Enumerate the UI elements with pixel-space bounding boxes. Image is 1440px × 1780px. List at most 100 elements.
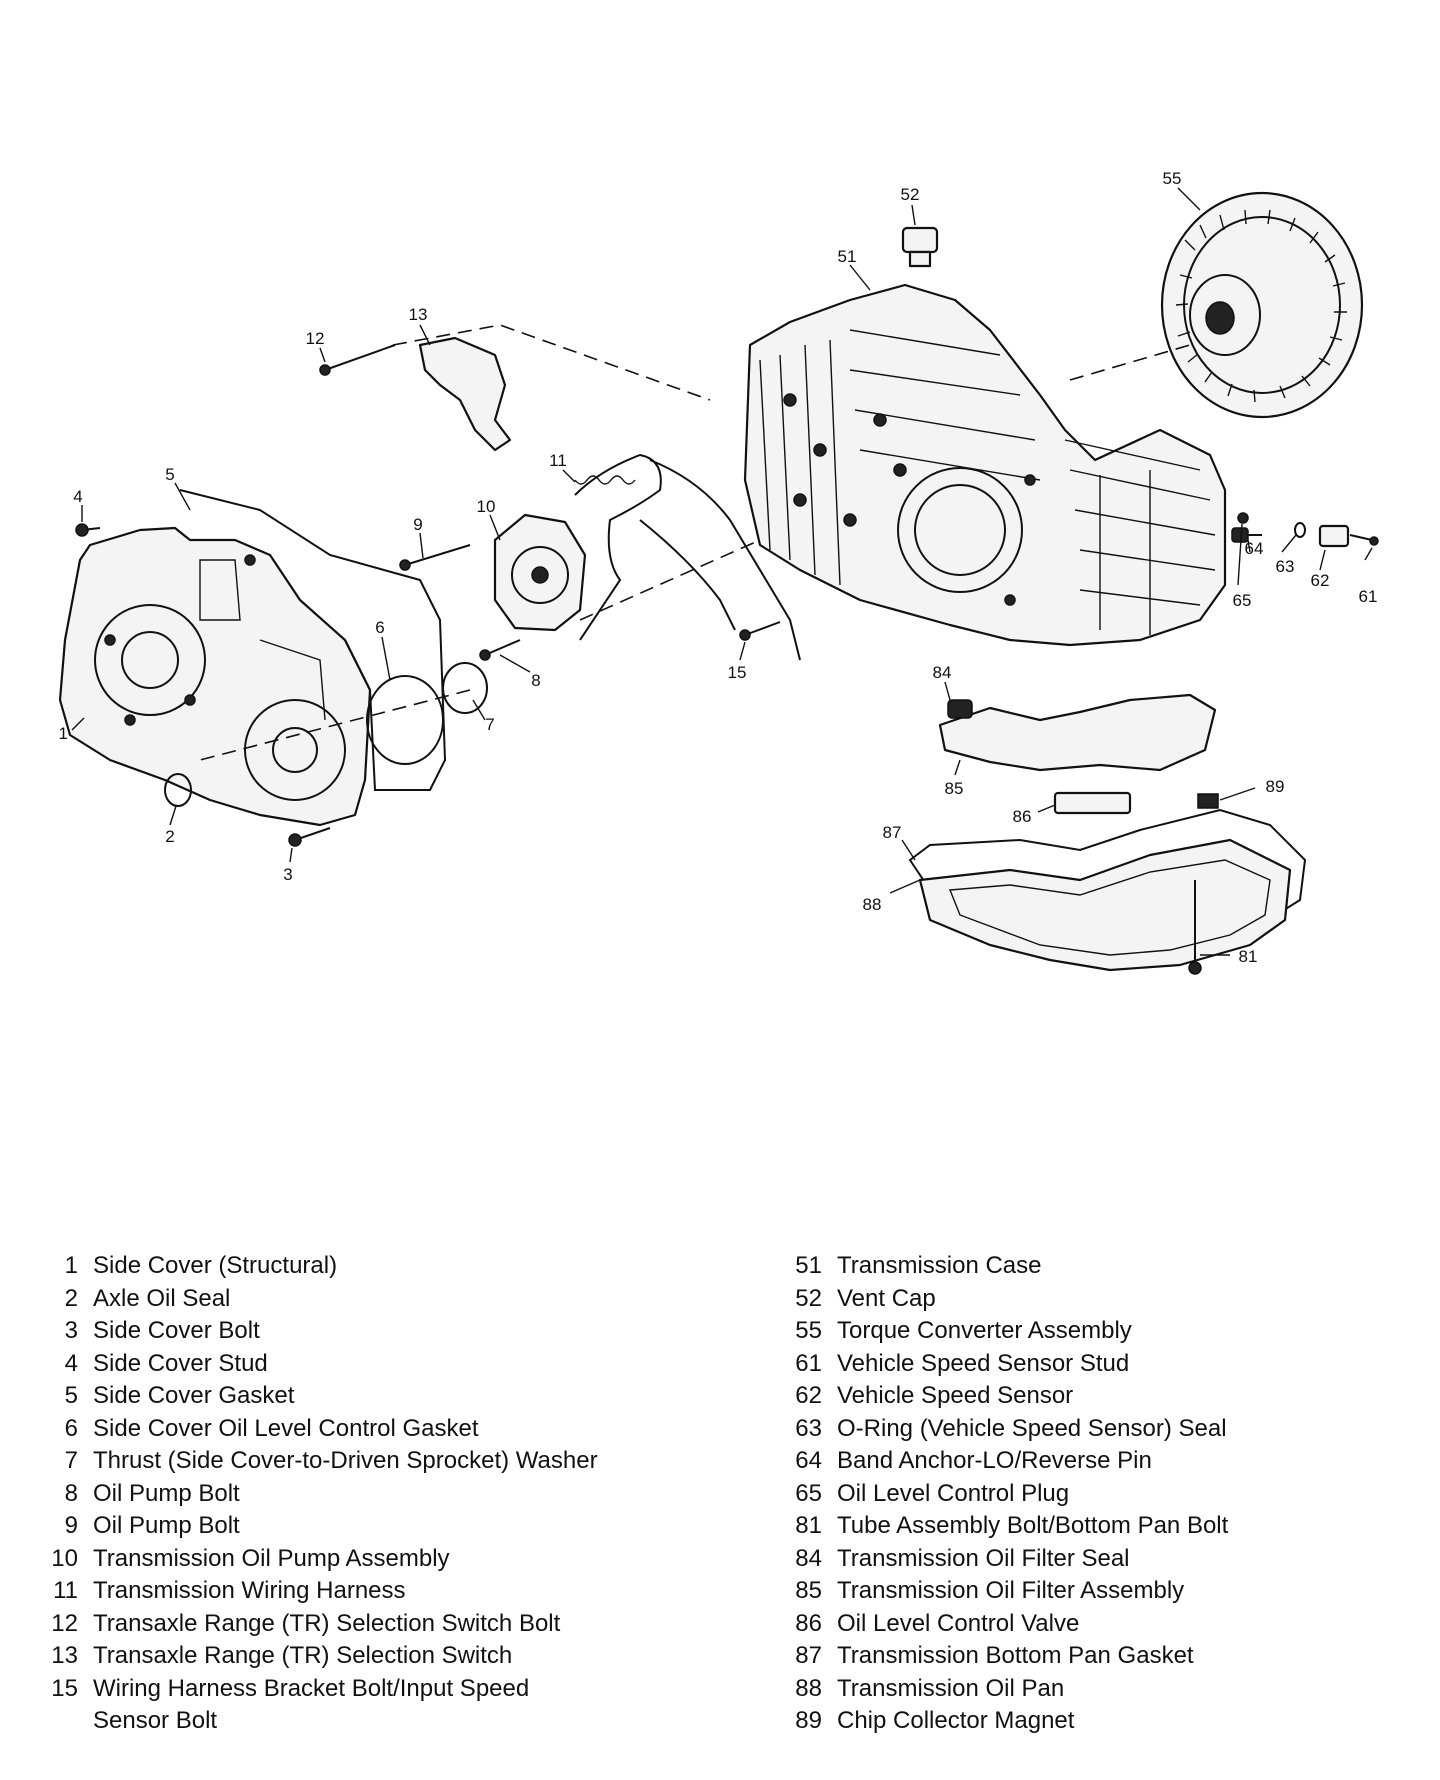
legend-description: Oil Level Control Valve <box>837 1609 1080 1637</box>
legend-item: 86 Oil Level Control Valve <box>788 1608 1440 1641</box>
legend-description: Transmission Wiring Harness <box>93 1577 406 1604</box>
legend-number: 86 <box>795 1609 822 1637</box>
legend-number: 9 <box>64 1512 78 1539</box>
legend-number: 6 <box>64 1414 78 1442</box>
legend-item: 81 Tube Assembly Bolt/Bottom Pan Bolt <box>788 1510 1440 1543</box>
callout-84: 84 <box>933 663 952 682</box>
legend-number: 8 <box>64 1479 78 1507</box>
legend-number: 81 <box>795 1512 822 1539</box>
callout-2: 2 <box>165 827 174 846</box>
legend-item: 10 Transmission Oil Pump Assembly <box>44 1543 744 1576</box>
side-cover <box>58 526 372 827</box>
legend-number: 10 <box>51 1544 78 1572</box>
callouts: 1 2 3 4 5 6 7 8 9 10 11 12 13 15 51 52 5… <box>59 169 1378 966</box>
legend-item: 9 Oil Pump Bolt <box>44 1510 744 1543</box>
callout-3: 3 <box>283 865 292 884</box>
callout-88: 88 <box>863 895 882 914</box>
legend-description: Side Cover Oil Level Control Gasket <box>93 1414 479 1442</box>
chip-collector-magnet <box>1197 793 1219 809</box>
legend-description: Torque Converter Assembly <box>837 1317 1132 1344</box>
legend-number: 62 <box>795 1382 822 1409</box>
bolts <box>75 344 781 847</box>
leader-lines <box>71 187 1373 956</box>
callout-86: 86 <box>1013 807 1032 826</box>
legend-description: Side Cover Stud <box>93 1349 268 1377</box>
legend-item: 5 Side Cover Gasket <box>44 1380 744 1413</box>
legend-number: 85 <box>795 1577 822 1604</box>
legend-description: O-Ring (Vehicle Speed Sensor) Seal <box>837 1414 1227 1442</box>
callout-61: 61 <box>1359 587 1378 606</box>
legend-description: Side Cover Bolt <box>93 1317 260 1344</box>
legend-number: 3 <box>64 1317 78 1344</box>
legend-number: 87 <box>795 1642 822 1669</box>
callout-81: 81 <box>1239 947 1258 966</box>
legend-description: Thrust (Side Cover-to-Driven Sprocket) W… <box>93 1447 598 1474</box>
callout-87: 87 <box>883 823 902 842</box>
legend-item: 7 Thrust (Side Cover-to-Driven Sprocket) … <box>44 1445 744 1478</box>
legend-number: 5 <box>64 1382 78 1409</box>
legend-number: 84 <box>795 1544 822 1572</box>
callout-9: 9 <box>413 515 422 534</box>
legend-number: 15 <box>51 1674 78 1702</box>
legend-item: 84 Transmission Oil Filter Seal <box>788 1543 1440 1576</box>
legend-item: 4 Side Cover Stud <box>44 1348 744 1381</box>
legend-description: Tube Assembly Bolt/Bottom Pan Bolt <box>837 1512 1229 1539</box>
callout-1: 1 <box>59 724 68 743</box>
thrust-washer <box>442 662 488 714</box>
oil-filter <box>938 693 1217 772</box>
legend-number: 55 <box>795 1317 822 1344</box>
assembly-lines <box>199 324 1191 761</box>
legend-description: Transmission Oil Pump Assembly <box>93 1544 450 1572</box>
legend-description: Side Cover Gasket <box>93 1382 295 1409</box>
transmission-case <box>743 283 1227 647</box>
oil-level-control-gasket <box>366 675 444 765</box>
legend-description: Wiring Harness Bracket Bolt/Input Speed … <box>93 1674 530 1735</box>
callout-10: 10 <box>477 497 496 516</box>
legend-description: Axle Oil Seal <box>93 1284 231 1312</box>
legend-description: Oil Pump Bolt <box>93 1512 240 1539</box>
legend-description: Transmission Oil Filter Seal <box>837 1544 1130 1572</box>
legend-description: Band Anchor-LO/Reverse Pin <box>837 1447 1152 1474</box>
callout-85: 85 <box>945 779 964 798</box>
legend-item: 15 Wiring Harness Bracket Bolt/Input Spee… <box>44 1673 744 1738</box>
legend-item: 62 Vehicle Speed Sensor <box>788 1380 1440 1413</box>
callout-6: 6 <box>375 618 384 637</box>
torque-converter <box>1160 191 1364 419</box>
legend-item: 55 Torque Converter Assembly <box>788 1315 1440 1348</box>
vent-cap <box>901 226 939 268</box>
callout-5: 5 <box>165 465 174 484</box>
callout-11: 11 <box>549 451 567 470</box>
oil-pump <box>493 513 587 632</box>
legend-number: 13 <box>51 1642 78 1669</box>
speed-sensor-parts <box>1231 512 1379 548</box>
callout-62: 62 <box>1311 571 1330 590</box>
callout-64: 64 <box>1245 539 1264 558</box>
legend-number: 11 <box>53 1577 78 1604</box>
legend-description: Transmission Case <box>837 1252 1042 1279</box>
legend-item: 6 Side Cover Oil Level Control Gasket <box>44 1413 744 1446</box>
legend-description: Chip Collector Magnet <box>837 1707 1075 1734</box>
exploded-view-diagram: 1 2 3 4 5 6 7 8 9 10 11 12 13 15 51 52 5… <box>58 169 1379 975</box>
legend-number: 2 <box>64 1284 78 1312</box>
legend-item: 64 Band Anchor-LO/Reverse Pin <box>788 1445 1440 1478</box>
callout-8: 8 <box>531 671 540 690</box>
legend-number: 12 <box>51 1609 78 1637</box>
legend-number: 61 <box>795 1349 822 1377</box>
legend-description: Vehicle Speed Sensor <box>837 1382 1074 1409</box>
legend-number: 7 <box>64 1447 78 1474</box>
legend-number: 4 <box>64 1349 78 1377</box>
oil-level-control-valve <box>1053 791 1132 815</box>
callout-13: 13 <box>409 305 428 324</box>
legend-number: 64 <box>795 1447 822 1474</box>
legend-description: Side Cover (Structural) <box>93 1252 338 1279</box>
